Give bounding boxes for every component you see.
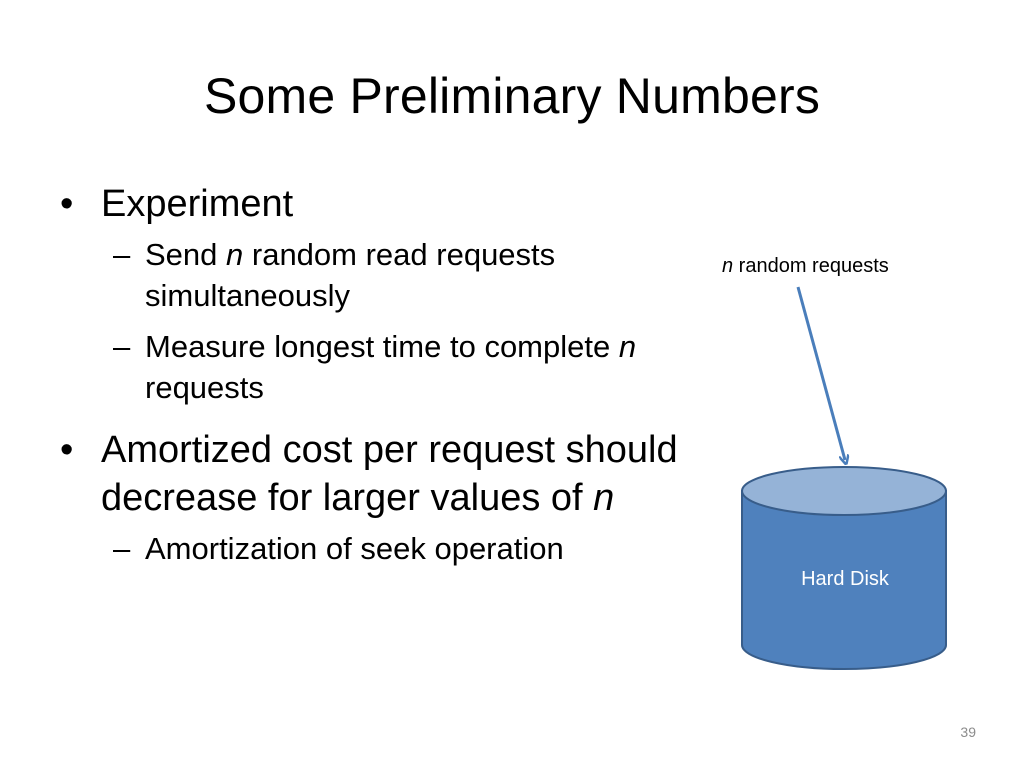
bullet-amortized-cost: • Amortized cost per request should decr… [60, 426, 700, 522]
variable-n: n [226, 237, 244, 272]
sub-bullet-text-pre: Send [145, 237, 227, 272]
hard-disk-label: Hard Disk [801, 568, 889, 590]
bullet-list: • Experiment – Send n random read reques… [60, 180, 700, 579]
variable-n: n [722, 255, 734, 277]
bullet-text-pre: Amortized cost per request should decrea… [101, 429, 678, 519]
bullet-dot: • [60, 183, 74, 225]
random-requests-text: random requests [733, 255, 889, 277]
slide-title: Some Preliminary Numbers [203, 68, 821, 124]
bullet-text: Experiment [101, 183, 294, 225]
hard-disk-cylinder-top [741, 466, 947, 516]
sub-bullet-dash: – [113, 237, 131, 272]
sub-bullet-send: – Send n random read requests simultaneo… [60, 234, 700, 316]
random-requests-label: n random requests [722, 254, 889, 278]
page-number: 39 [960, 724, 976, 740]
hard-disk-cylinder-body [741, 490, 947, 670]
sub-bullet-text-pre: Measure longest time to complete [145, 329, 619, 364]
sub-bullet-text: Amortization of seek operation [145, 531, 564, 566]
sub-bullet-measure: – Measure longest time to complete n req… [60, 326, 700, 408]
sub-bullet-text-post: random read requests simultaneously [145, 237, 556, 313]
sub-bullet-amortization: – Amortization of seek operation [60, 528, 700, 569]
bullet-dot: • [60, 429, 74, 471]
variable-n: n [618, 329, 637, 364]
request-arrow [796, 286, 845, 460]
bullet-experiment: • Experiment [60, 180, 700, 228]
sub-bullet-dash: – [113, 531, 131, 566]
sub-bullet-text-post: requests [145, 370, 264, 405]
sub-bullet-dash: – [113, 329, 131, 364]
variable-n: n [593, 477, 615, 519]
